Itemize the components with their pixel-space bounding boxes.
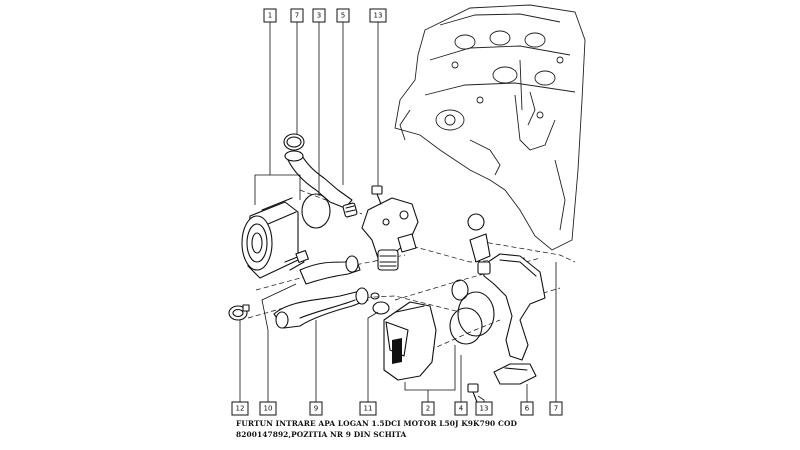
bolt-bottom [467, 383, 479, 403]
callout-7-top: 7 [290, 8, 304, 23]
caption-line-2: 8200147892,POZITIA NR 9 DIN SCHITA [236, 430, 407, 439]
callout-3: 3 [312, 8, 326, 23]
callout-6: 6 [520, 401, 534, 416]
svg-text:5: 5 [341, 12, 345, 20]
diagram-caption: FURTUN INTRARE APA LOGAN 1.5DCI MOTOR L5… [236, 418, 576, 440]
engine-block [394, 4, 586, 251]
callout-11: 11 [359, 401, 377, 416]
svg-text:10: 10 [264, 405, 273, 413]
callout-2: 2 [421, 401, 435, 416]
svg-text:7: 7 [295, 12, 299, 20]
callout-4: 4 [454, 401, 468, 416]
svg-text:13: 13 [374, 12, 383, 20]
caption-line-1: FURTUN INTRARE APA LOGAN 1.5DCI MOTOR L5… [236, 419, 518, 428]
callout-12: 12 [231, 401, 249, 416]
upper-hose [284, 150, 353, 209]
svg-text:2: 2 [426, 405, 430, 413]
hose-clip [228, 304, 250, 321]
callout-1: 1 [263, 8, 277, 23]
svg-text:13: 13 [480, 405, 489, 413]
leader-lines [239, 22, 557, 402]
callout-13-top: 13 [369, 8, 387, 23]
callout-9: 9 [309, 401, 323, 416]
callout-10: 10 [259, 401, 277, 416]
small-ring [370, 292, 390, 315]
svg-text:4: 4 [459, 405, 464, 413]
water-outlet-housing [342, 197, 419, 271]
svg-text:6: 6 [525, 405, 530, 413]
short-hose [299, 255, 361, 285]
svg-text:3: 3 [317, 12, 321, 20]
o-ring-top [283, 133, 305, 151]
svg-text:12: 12 [236, 405, 245, 413]
filter-gaskets [449, 279, 495, 345]
svg-text:7: 7 [554, 405, 558, 413]
o-ring-large [301, 193, 331, 229]
water-inlet-hose [273, 287, 369, 329]
oil-filter-housing [383, 301, 437, 381]
callout-13-bottom: 13 [475, 401, 493, 416]
bolt-top [371, 185, 383, 205]
svg-text:1: 1 [268, 12, 272, 20]
svg-text:9: 9 [314, 405, 318, 413]
svg-text:11: 11 [364, 405, 373, 413]
callout-7-bottom: 7 [549, 401, 563, 416]
callout-5: 5 [336, 8, 350, 23]
coolant-pipe-bracket [467, 213, 546, 385]
oil-cooler [241, 197, 309, 279]
